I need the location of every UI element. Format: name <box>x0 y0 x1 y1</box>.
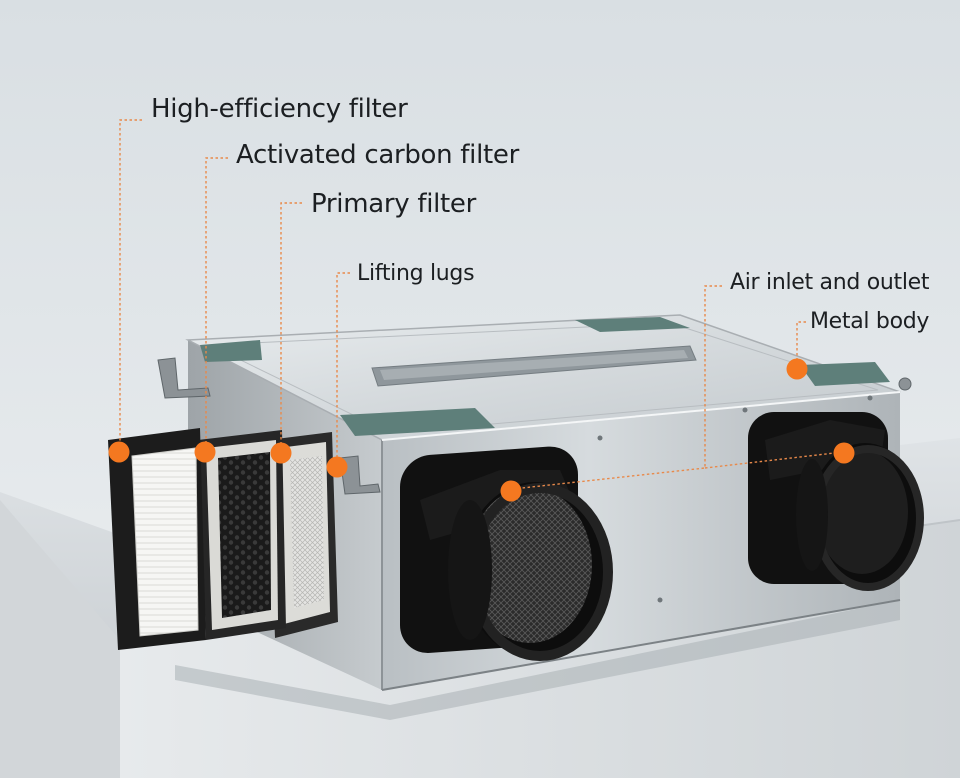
marker-dot-icon <box>108 441 130 463</box>
marker-dot-icon <box>833 442 855 464</box>
label-high-efficiency-filter: High-efficiency filter <box>151 94 408 124</box>
activated-carbon-filter <box>198 430 286 640</box>
marker-dot-icon <box>326 456 348 478</box>
marker-dot-icon <box>786 358 808 380</box>
marker-dot-icon <box>500 480 522 502</box>
label-primary-filter: Primary filter <box>311 189 477 219</box>
high-efficiency-filter <box>108 428 206 650</box>
label-air-inlet-outlet: Air inlet and outlet <box>730 270 930 295</box>
lifting-lug-icon <box>157 357 912 495</box>
label-metal-body: Metal body <box>810 309 930 334</box>
label-activated-carbon-filter: Activated carbon filter <box>236 140 519 170</box>
duct-port-left <box>400 446 613 661</box>
marker-dot-icon <box>270 442 292 464</box>
label-lifting-lugs: Lifting lugs <box>357 261 475 286</box>
primary-filter <box>268 432 338 638</box>
markers <box>108 358 855 502</box>
marker-dot-icon <box>194 441 216 463</box>
leader-lines <box>119 119 844 489</box>
ventilator-unit <box>175 314 924 720</box>
